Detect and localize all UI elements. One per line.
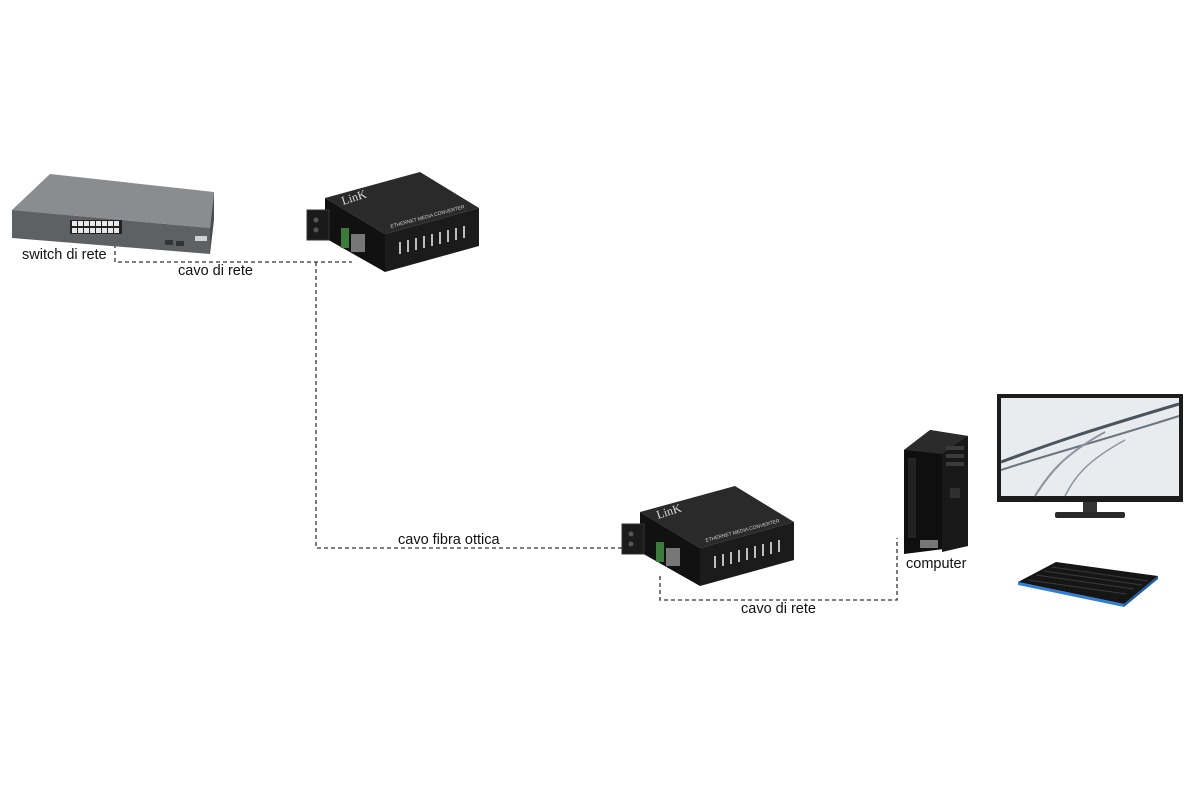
fiber-cable — [315, 262, 628, 549]
media-converter-icon: LinK ETHERNET MEDIA CONVERTER — [306, 172, 479, 272]
switch-label: switch di rete — [22, 247, 107, 263]
fiber-label: cavo fibra ottica — [398, 532, 500, 548]
network-cable-bottom — [659, 538, 898, 601]
monitor-icon — [997, 394, 1183, 518]
media-converter-icon: LinK ETHERNET MEDIA CONVERTER — [621, 486, 794, 586]
computer-tower-icon — [904, 430, 968, 554]
cable-bottom-label: cavo di rete — [741, 601, 816, 617]
keyboard-icon — [1018, 562, 1158, 607]
computer-label: computer — [906, 556, 967, 572]
network-cable-top — [114, 244, 352, 263]
cable-top-label: cavo di rete — [178, 263, 253, 279]
network-switch-icon — [12, 174, 214, 254]
